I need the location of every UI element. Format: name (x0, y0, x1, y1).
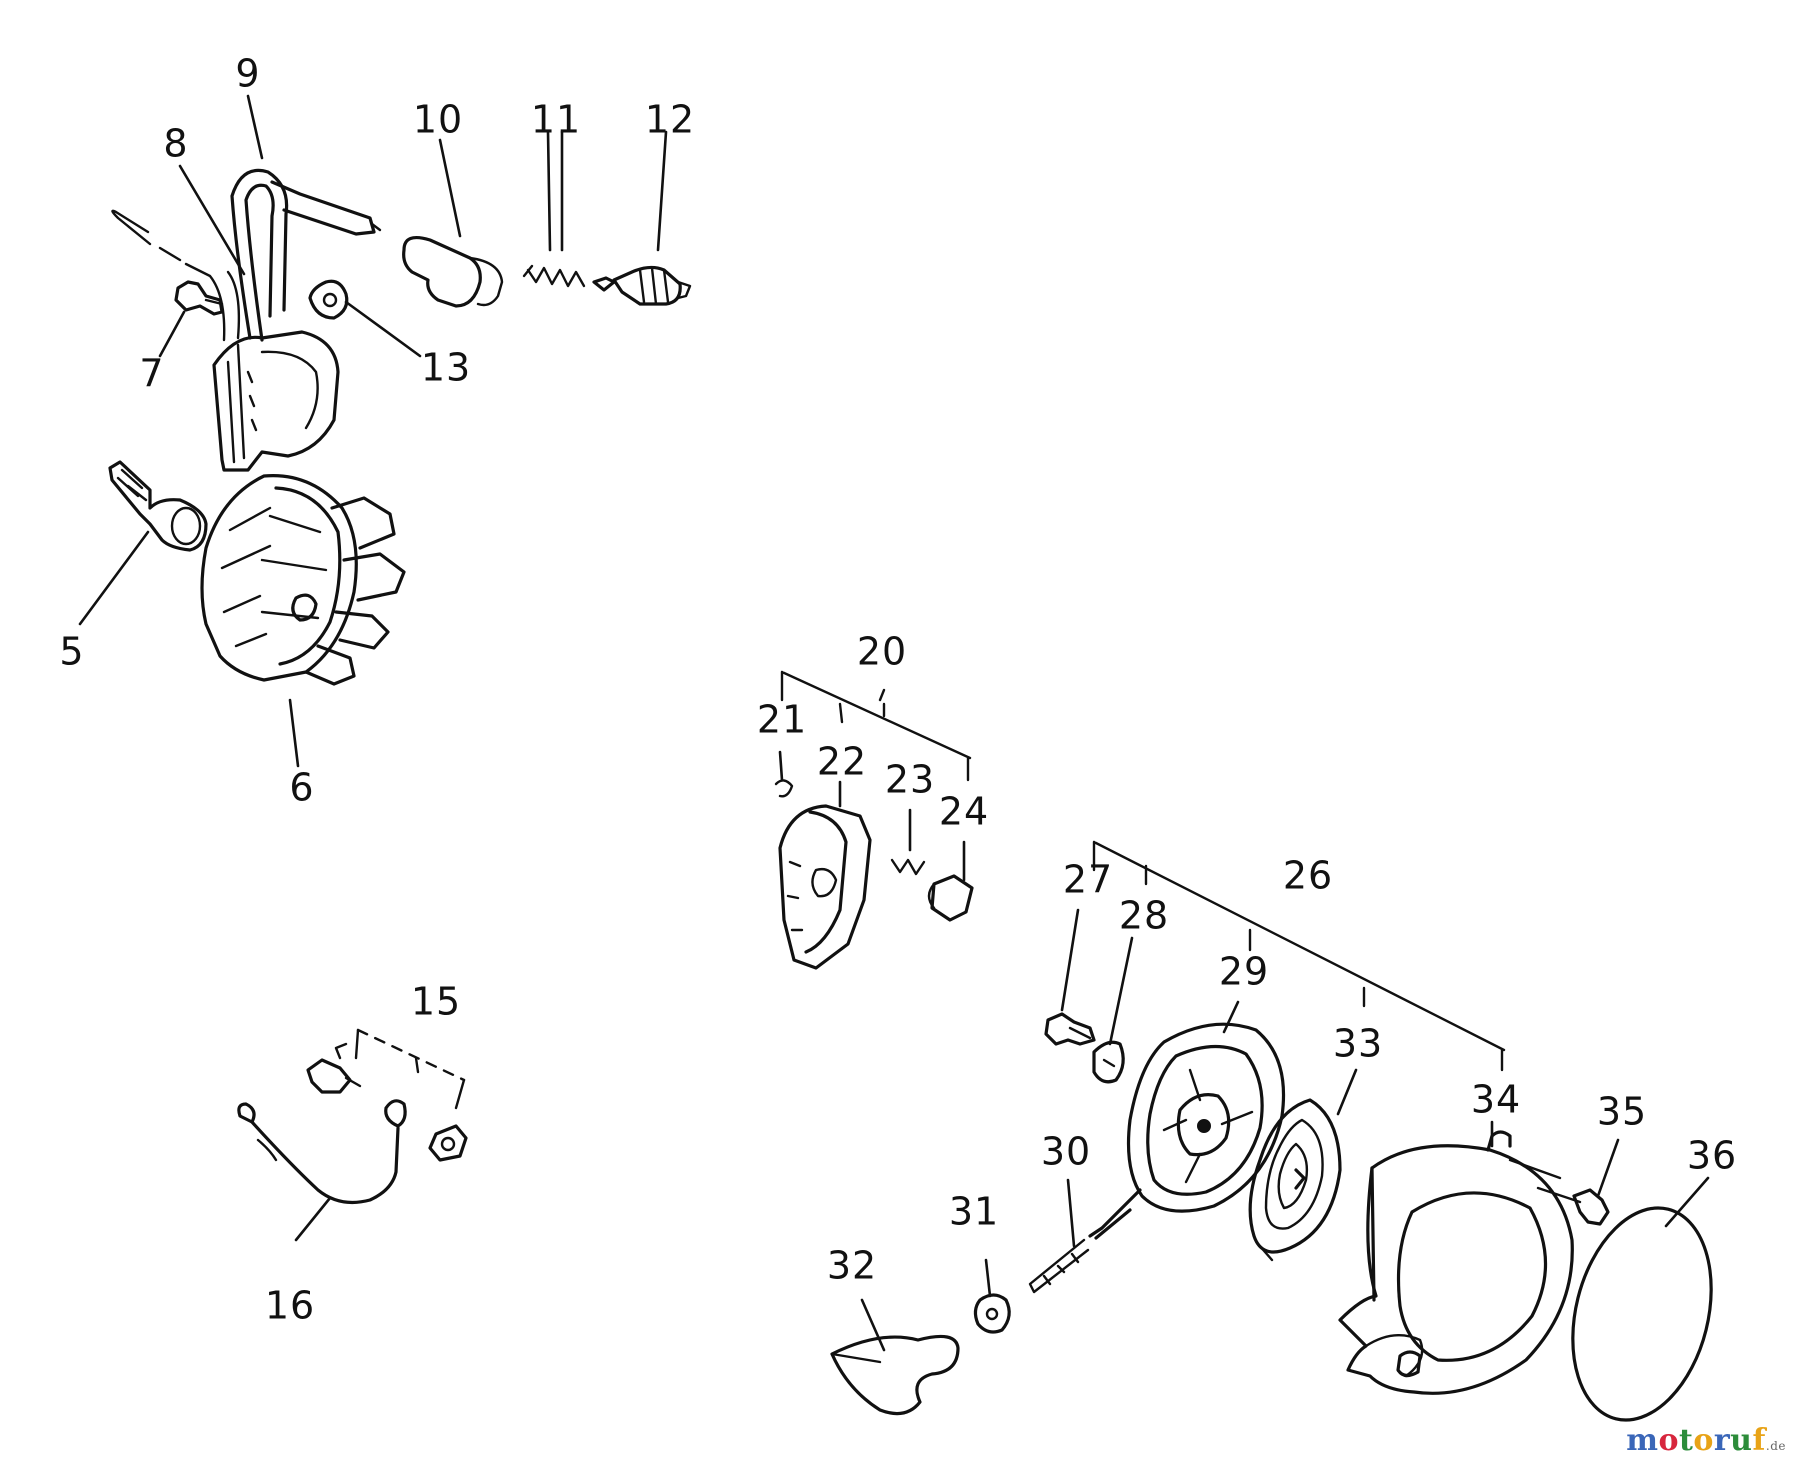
label-part-20: 20 (857, 630, 907, 674)
label-part-16: 16 (265, 1284, 315, 1328)
label-part-33: 33 (1333, 1022, 1383, 1066)
label-part-34: 34 (1471, 1078, 1521, 1122)
starter-housing (1338, 1130, 1574, 1395)
flywheel (200, 474, 406, 686)
watermark-letter: o (1693, 1423, 1714, 1458)
label-part-11: 11 (531, 98, 581, 142)
watermark-letter: u (1730, 1423, 1753, 1458)
label-part-13: 13 (421, 346, 471, 390)
watermark-brand: motoruf (1626, 1423, 1766, 1458)
label-part-30: 30 (1041, 1130, 1091, 1174)
watermark-letter: m (1626, 1423, 1659, 1458)
clutch-assembly (774, 779, 974, 970)
label-part-5: 5 (59, 630, 84, 674)
leader-lines (78, 94, 1710, 1352)
stop-switch-wire (237, 1042, 468, 1204)
housing-screw-gasket (1536, 1186, 1713, 1422)
label-part-6: 6 (289, 766, 314, 810)
label-part-9: 9 (235, 52, 260, 96)
label-part-35: 35 (1597, 1090, 1647, 1134)
label-part-10: 10 (413, 98, 463, 142)
group-brackets (354, 670, 1506, 1110)
part-labels: 9 8 10 11 12 13 7 5 6 15 16 20 21 22 23 … (59, 52, 1737, 1328)
label-part-27: 27 (1063, 858, 1113, 902)
label-part-7: 7 (139, 352, 164, 396)
label-part-28: 28 (1119, 894, 1169, 938)
watermark-letter: o (1658, 1423, 1679, 1458)
label-part-26: 26 (1283, 854, 1333, 898)
starter-screw-washer (1044, 1012, 1125, 1084)
starter-rope-grip (830, 1188, 1142, 1416)
watermark-letter: f (1752, 1423, 1766, 1458)
flywheel-nut-stud (108, 460, 208, 552)
label-part-12: 12 (645, 98, 695, 142)
label-part-31: 31 (949, 1190, 999, 1234)
watermark-letter: r (1713, 1423, 1731, 1458)
watermark-letter: t (1678, 1423, 1694, 1458)
label-part-24: 24 (939, 790, 989, 834)
label-part-8: 8 (163, 122, 188, 166)
starter-pulley (1126, 1022, 1286, 1213)
label-part-23: 23 (885, 758, 935, 802)
label-part-21: 21 (757, 698, 807, 742)
ignition-coil-assembly (111, 168, 692, 472)
label-part-29: 29 (1219, 950, 1269, 994)
watermark-logo: motoruf.de (1626, 1423, 1786, 1458)
label-part-22: 22 (817, 740, 867, 784)
label-part-15: 15 (411, 980, 461, 1024)
label-part-36: 36 (1687, 1134, 1737, 1178)
watermark-suffix: .de (1765, 1439, 1786, 1453)
label-part-32: 32 (827, 1244, 877, 1288)
recoil-spring (1248, 1098, 1342, 1262)
